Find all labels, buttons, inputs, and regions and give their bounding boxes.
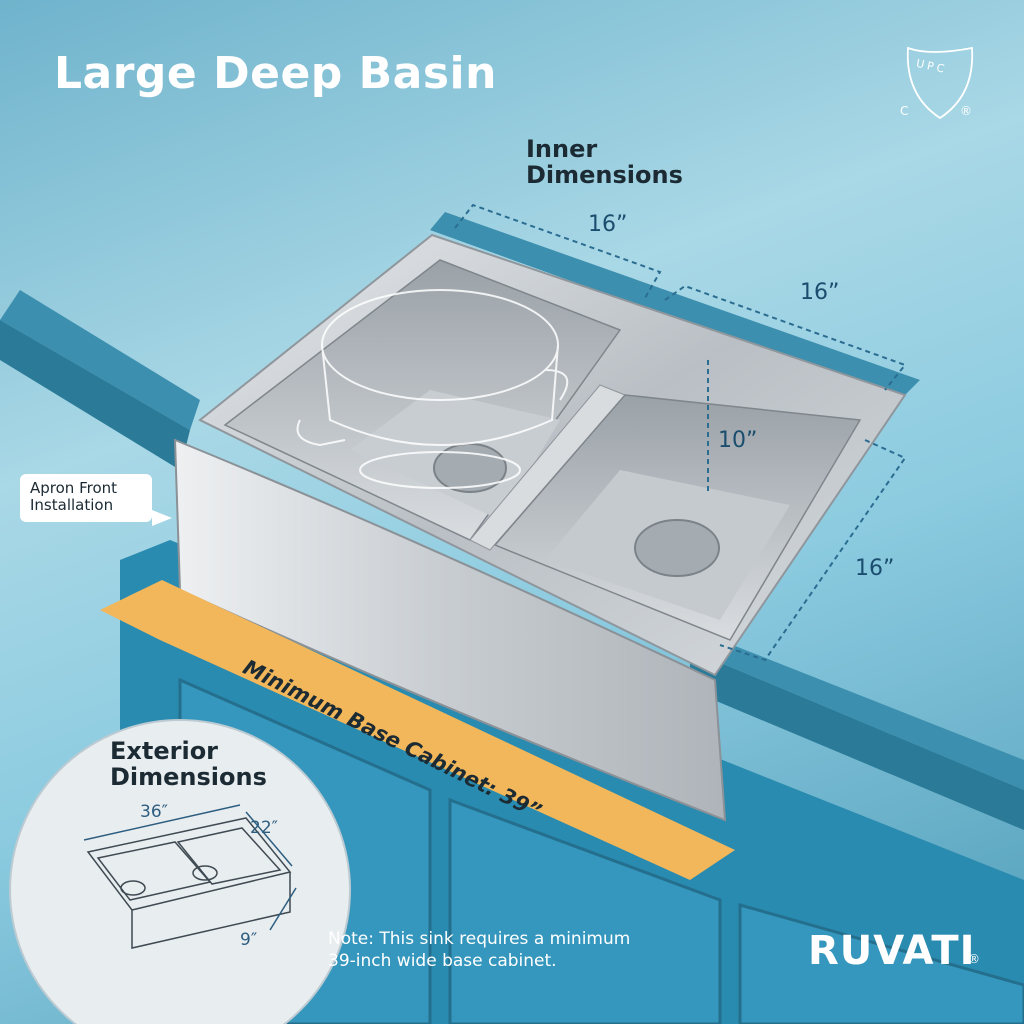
apron-label-line2: Installation	[30, 496, 114, 514]
exterior-dimension-lines	[83, 804, 297, 931]
note-line2: 39-inch wide base cabinet.	[328, 951, 557, 971]
brand-logo: RUVATI	[808, 928, 976, 974]
brand-registered-mark: ®	[968, 952, 980, 966]
minimum-cabinet-banner	[100, 580, 735, 880]
inner-dimensions-heading-line1: Inner	[526, 135, 598, 163]
upc-registered-mark: ®	[960, 104, 972, 118]
inner-dimension-lines	[454, 203, 907, 662]
exterior-height: 9″	[240, 930, 258, 950]
countertop	[0, 212, 1024, 830]
upc-shield-icon	[906, 46, 974, 120]
apron-front	[173, 438, 727, 822]
apron-label-pointer	[152, 510, 172, 526]
exterior-width: 36″	[140, 802, 168, 822]
inner-dimensions-heading-line2: Dimensions	[526, 161, 683, 189]
page-title: Large Deep Basin	[54, 48, 497, 99]
left-basin-width: 16”	[588, 212, 628, 237]
exterior-heading-line2: Dimensions	[110, 763, 267, 791]
basin-depth: 10”	[718, 428, 758, 453]
right-basin-width: 16”	[800, 280, 840, 305]
upc-c-letter: C	[900, 104, 909, 118]
note-line1: Note: This sink requires a minimum	[328, 929, 631, 949]
apron-front-label: Apron Front Installation	[20, 474, 152, 522]
apron-label-line1: Apron Front	[30, 479, 118, 497]
exterior-depth: 22″	[250, 818, 278, 838]
exterior-dimensions-circle	[9, 719, 351, 1024]
exterior-dimensions-heading: Exterior Dimensions	[110, 738, 267, 790]
right-drain-icon	[634, 519, 720, 577]
exterior-heading-line1: Exterior	[110, 737, 219, 765]
pot-outline-icon	[296, 289, 569, 489]
inner-dimensions-heading: Inner Dimensions	[526, 136, 683, 188]
cabinet-note: Note: This sink requires a minimum 39-in…	[328, 928, 688, 972]
front-to-back-length: 16”	[855, 556, 895, 581]
